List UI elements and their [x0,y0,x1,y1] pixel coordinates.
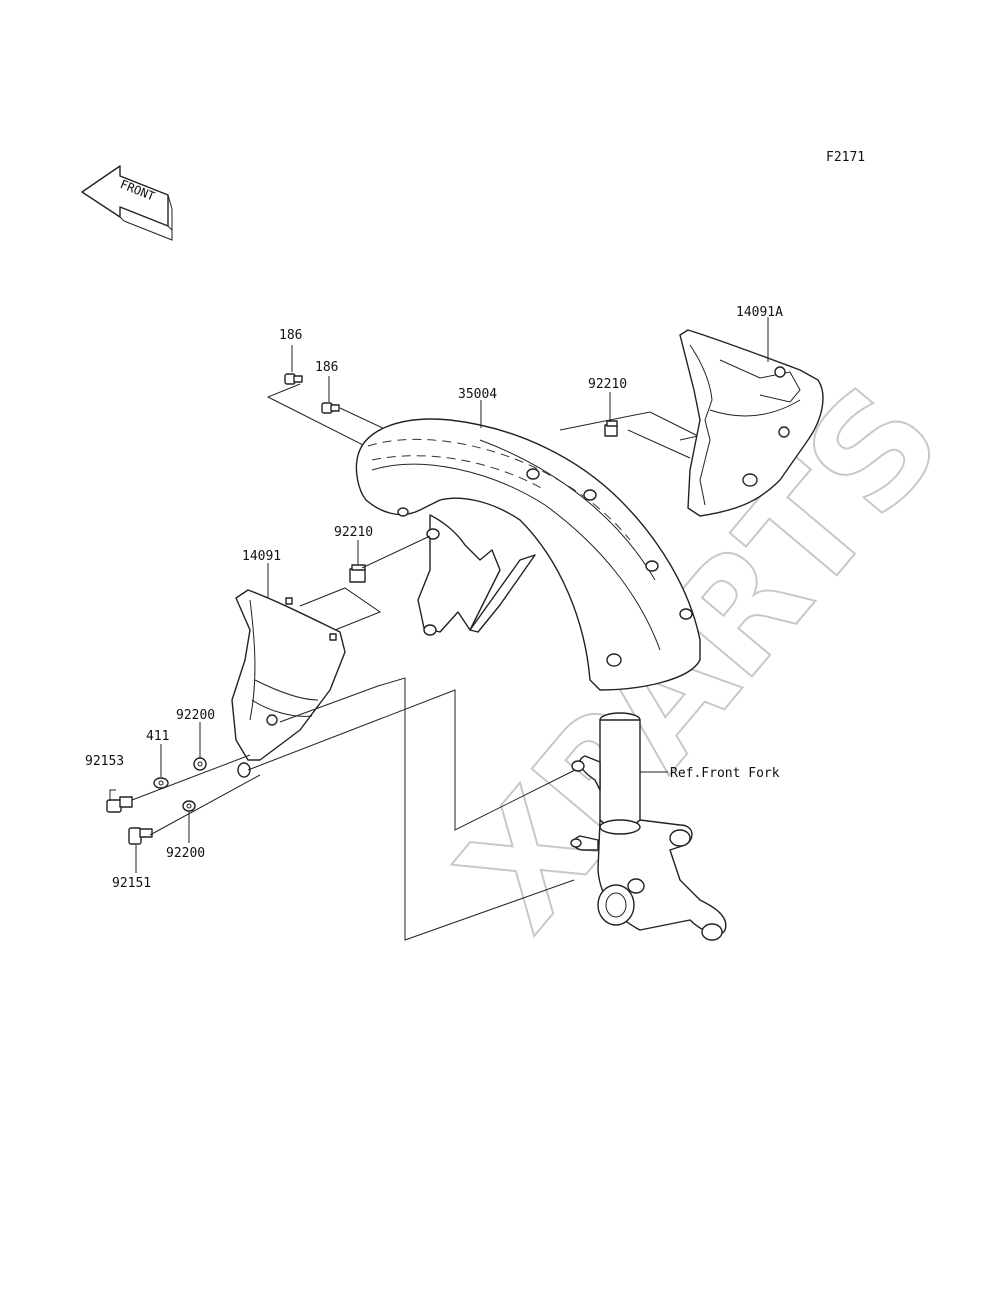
label-92200-top: 92200 [176,708,215,723]
label-35004: 35004 [458,387,497,402]
washer-92200-top-icon [193,757,207,771]
front-arrow-icon: FRONT [81,165,173,241]
label-92153: 92153 [85,754,124,769]
bolt-186-b-icon [321,402,340,414]
label-92210-mid: 92210 [334,525,373,540]
nut-92210-top-icon [604,420,618,437]
front-fork-reference [570,712,727,941]
label-411: 411 [146,729,169,744]
front-fender [355,418,701,691]
bolt-92151-icon [128,827,153,845]
label-14091: 14091 [242,549,281,564]
label-186-b: 186 [315,360,338,375]
label-92200-bottom: 92200 [166,846,205,861]
label-92151: 92151 [112,876,151,891]
bolt-186-a-icon [284,373,303,385]
washer-411-icon [153,777,169,789]
nut-92210-mid-icon [349,564,366,583]
label-92210-top: 92210 [588,377,627,392]
cover-14091 [231,589,346,778]
cover-14091A [679,329,824,517]
label-14091A: 14091A [736,305,783,320]
bolt-92153-icon [106,796,133,813]
washer-92200-bottom-icon [182,800,196,812]
label-186-a: 186 [279,328,302,343]
label-ref-front-fork: Ref.Front Fork [670,766,780,781]
figure-code: F2171 [826,150,865,165]
assembly-line-fork [279,677,575,941]
